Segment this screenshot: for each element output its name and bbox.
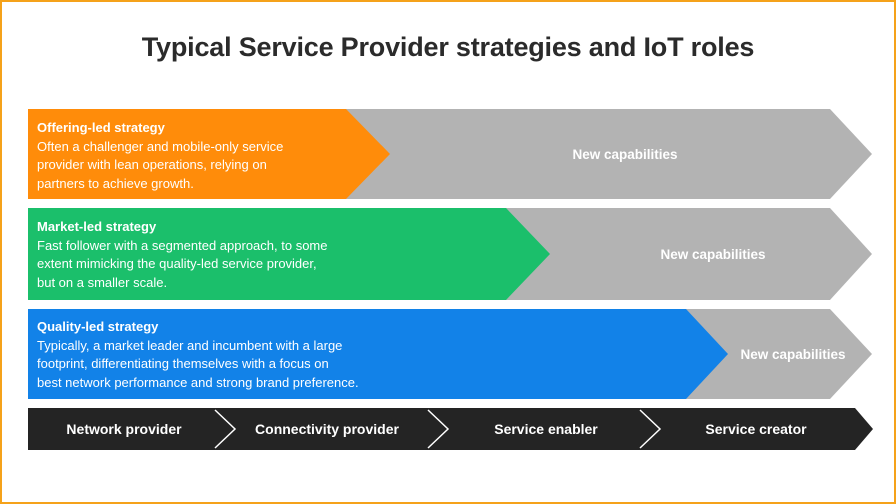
role-connectivity-provider: Connectivity provider: [255, 421, 399, 437]
offering-strategy-text: Offering-led strategy Often a challenger…: [37, 119, 367, 193]
market-strategy-line: but on a smaller scale.: [37, 274, 168, 290]
market-strategy-line: extent mimicking the quality-led service…: [37, 256, 317, 271]
offering-strategy-arrow: [28, 109, 390, 199]
roles-bar: [28, 408, 873, 450]
slide-title: Typical Service Provider strategies and …: [141, 32, 755, 62]
market-strategy-text: Market-led strategy Fast follower with a…: [37, 218, 517, 292]
offering-strategy-heading: Offering-led strategy: [37, 120, 165, 135]
offering-strategy-line: provider with lean operations, relying o…: [37, 157, 267, 172]
market-strategy-line: Fast follower with a segmented approach,…: [37, 237, 328, 253]
quality-strategy-heading: Quality-led strategy: [37, 319, 159, 334]
market-strategy-heading: Market-led strategy: [37, 219, 157, 234]
role-service-enabler: Service enabler: [494, 421, 598, 437]
quality-strategy-line: best network performance and strong bran…: [37, 374, 359, 390]
roles-separator: [639, 409, 662, 449]
market-capabilities-label: New capabilities: [660, 247, 766, 262]
roles-separator: [214, 409, 237, 449]
offering-capabilities-label: New capabilities: [572, 147, 678, 162]
quality-strategy-arrow: [28, 309, 728, 399]
quality-strategy-text: Quality-led strategy Typically, a market…: [37, 318, 677, 392]
offering-strategy-line: Often a challenger and mobile-only servi…: [37, 138, 284, 154]
roles-separator: [427, 409, 450, 449]
offering-strategy-line: partners to achieve growth.: [37, 175, 194, 191]
quality-capabilities-label: New capabilities: [740, 347, 846, 362]
quality-strategy-line: Typically, a market leader and incumbent…: [37, 337, 343, 353]
role-network-provider: Network provider: [66, 421, 182, 437]
role-service-creator: Service creator: [705, 421, 807, 437]
market-strategy-arrow: [28, 208, 550, 300]
quality-strategy-line: footprint, differentiating themselves wi…: [37, 356, 329, 371]
